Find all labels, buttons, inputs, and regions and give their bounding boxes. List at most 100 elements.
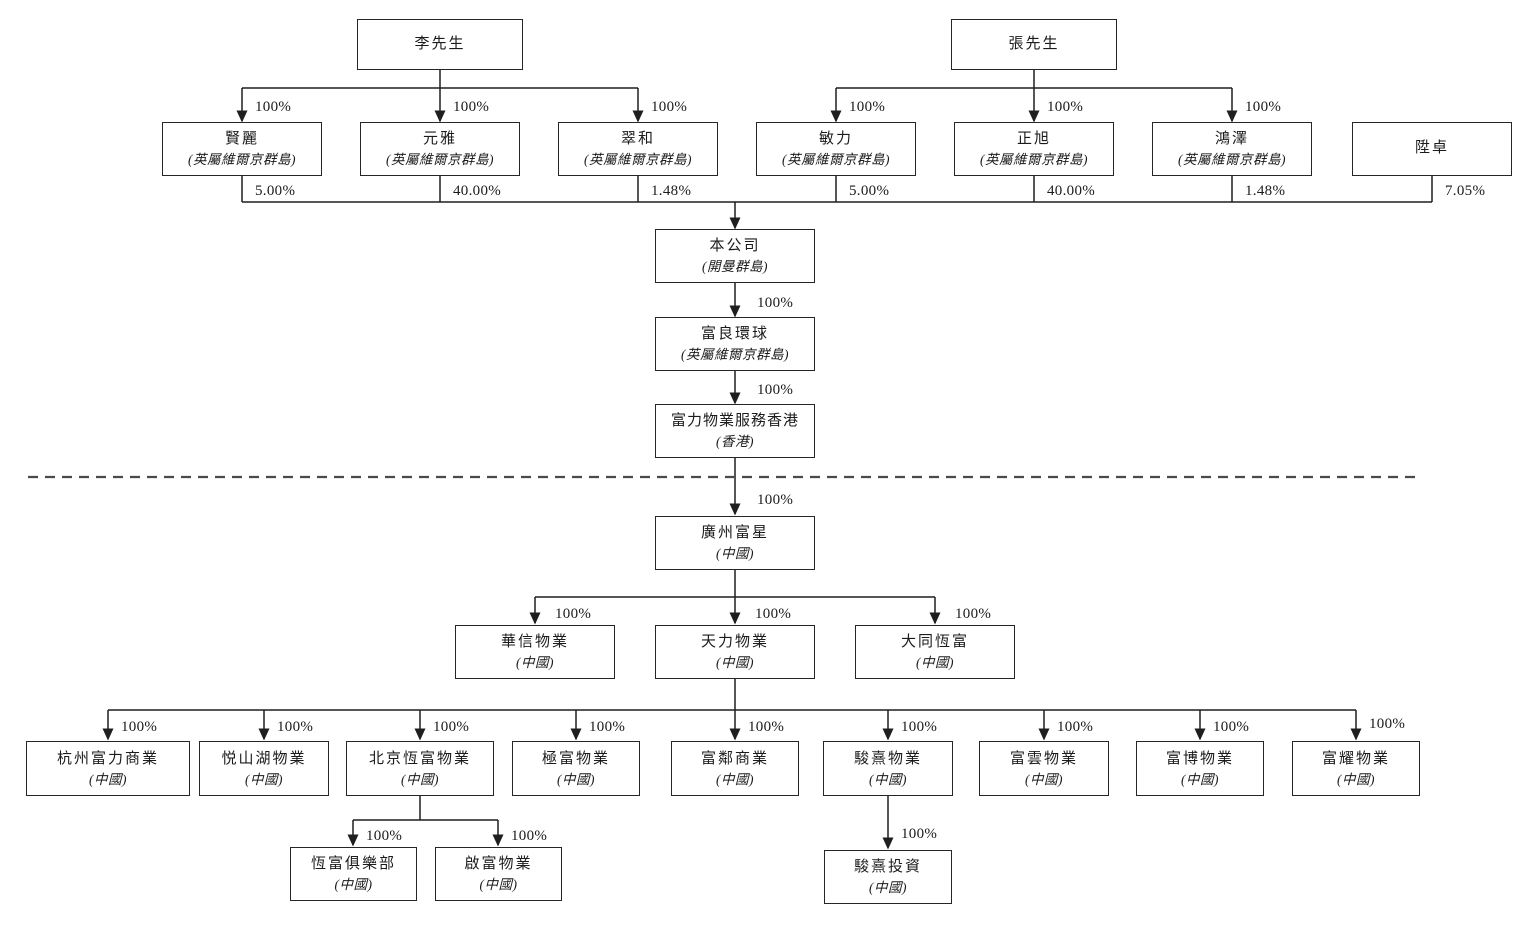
node-jurisdiction: (中國) xyxy=(1025,771,1063,787)
node-tianli-property: 天力物業 (中國) xyxy=(655,625,815,679)
node-jurisdiction: (中國) xyxy=(869,880,907,896)
node-mr-li: 李先生 xyxy=(357,19,523,70)
node-jurisdiction: (中國) xyxy=(869,771,907,787)
ownership-pct-label: 100% xyxy=(555,606,592,622)
node-label: 富博物業 xyxy=(1165,750,1234,767)
ownership-pct-label: 100% xyxy=(1213,719,1250,735)
node-fuliang-global: 富良環球 (英屬維爾京群島) xyxy=(655,317,815,371)
node-beijing-hengfu-property: 北京恆富物業 (中國) xyxy=(346,741,494,796)
node-jurisdiction: (英屬維爾京群島) xyxy=(782,152,890,168)
node-label: 廣州富星 xyxy=(700,525,769,542)
node-the-company: 本公司 (開曼群島) xyxy=(655,229,815,283)
node-jurisdiction: (中國) xyxy=(1181,771,1219,787)
node-label: 大同恆富 xyxy=(900,634,969,651)
node-label: 敏力 xyxy=(818,131,853,148)
node-yueshanhu-property: 悦山湖物業 (中國) xyxy=(199,741,329,796)
ownership-pct-label: 100% xyxy=(453,99,490,115)
ownership-pct-label: 100% xyxy=(849,99,886,115)
node-minli: 敏力 (英屬維爾京群島) xyxy=(756,122,916,176)
node-fubo-property: 富博物業 (中國) xyxy=(1136,741,1264,796)
node-guangzhou-fuxing: 廣州富星 (中國) xyxy=(655,516,815,570)
node-jurisdiction: (英屬維爾京群島) xyxy=(188,152,296,168)
node-label: 元雅 xyxy=(422,131,457,148)
node-label: 正旭 xyxy=(1016,131,1051,148)
node-label: 本公司 xyxy=(709,238,761,255)
node-cuihe: 翠和 (英屬維爾京群島) xyxy=(558,122,718,176)
node-fuyao-property: 富耀物業 (中國) xyxy=(1292,741,1420,796)
node-jurisdiction: (中國) xyxy=(401,771,439,787)
node-jifu-property: 極富物業 (中國) xyxy=(512,741,640,796)
node-fulin-commercial: 富鄰商業 (中國) xyxy=(671,741,799,796)
node-label: 杭州富力商業 xyxy=(56,750,159,767)
node-jurisdiction: (中國) xyxy=(716,771,754,787)
node-jurisdiction: (英屬維爾京群島) xyxy=(1178,152,1286,168)
node-jurisdiction: (英屬維爾京群島) xyxy=(386,152,494,168)
node-jurisdiction: (英屬維爾京群島) xyxy=(681,347,789,363)
node-qifu-property: 啟富物業 (中國) xyxy=(435,847,562,901)
ownership-pct-label: 100% xyxy=(901,719,938,735)
ownership-pct-label: 7.05% xyxy=(1445,183,1486,199)
node-jurisdiction: (中國) xyxy=(334,877,373,893)
node-jurisdiction: (中國) xyxy=(716,546,754,562)
node-hongze: 鴻澤 (英屬維爾京群島) xyxy=(1152,122,1312,176)
ownership-pct-label: 100% xyxy=(121,719,158,735)
ownership-pct-label: 100% xyxy=(589,719,626,735)
node-hengfu-club: 恆富俱樂部 (中國) xyxy=(290,847,417,901)
node-jurisdiction: (香港) xyxy=(716,434,754,450)
node-mr-zhang: 張先生 xyxy=(951,19,1117,70)
node-jurisdiction: (中國) xyxy=(89,771,127,787)
node-zhengxu: 正旭 (英屬維爾京群島) xyxy=(954,122,1114,176)
ownership-pct-label: 100% xyxy=(1369,716,1406,732)
node-label: 富鄰商業 xyxy=(700,750,769,767)
node-label: 賢麗 xyxy=(224,131,259,148)
node-label: 富力物業服務香港 xyxy=(670,413,799,430)
node-junxi-property: 駿熹物業 (中國) xyxy=(823,741,953,796)
ownership-pct-label: 100% xyxy=(757,492,794,508)
node-label: 張先生 xyxy=(1008,35,1060,52)
ownership-pct-label: 100% xyxy=(755,606,792,622)
node-jurisdiction: (中國) xyxy=(479,877,518,893)
node-jurisdiction: (中國) xyxy=(916,655,954,671)
node-datong-hengfu: 大同恆富 (中國) xyxy=(855,625,1015,679)
ownership-pct-label: 100% xyxy=(757,382,794,398)
ownership-pct-label: 100% xyxy=(255,99,292,115)
node-label: 鴻澤 xyxy=(1214,131,1249,148)
node-jurisdiction: (中國) xyxy=(1337,771,1375,787)
ownership-pct-label: 100% xyxy=(955,606,992,622)
ownership-pct-label: 40.00% xyxy=(453,183,502,199)
node-label: 駿熹物業 xyxy=(853,750,922,767)
ownership-pct-label: 1.48% xyxy=(1245,183,1286,199)
node-label: 極富物業 xyxy=(541,750,610,767)
ownership-pct-label: 40.00% xyxy=(1047,183,1096,199)
node-xianli: 賢麗 (英屬維爾京群島) xyxy=(162,122,322,176)
node-yuanya: 元雅 (英屬維爾京群島) xyxy=(360,122,520,176)
ownership-pct-label: 100% xyxy=(511,828,548,844)
ownership-pct-label: 100% xyxy=(1047,99,1084,115)
node-jurisdiction: (中國) xyxy=(716,655,754,671)
node-label: 駿熹投資 xyxy=(853,859,922,876)
node-jurisdiction: (英屬維爾京群島) xyxy=(584,152,692,168)
node-label: 富良環球 xyxy=(700,326,769,343)
node-label: 富耀物業 xyxy=(1321,750,1390,767)
ownership-pct-label: 100% xyxy=(651,99,688,115)
ownership-pct-label: 100% xyxy=(366,828,403,844)
ownership-pct-label: 100% xyxy=(1057,719,1094,735)
node-label: 啟富物業 xyxy=(464,856,533,873)
ownership-pct-label: 100% xyxy=(277,719,314,735)
node-jurisdiction: (開曼群島) xyxy=(702,259,768,275)
ownership-pct-label: 100% xyxy=(757,295,794,311)
ownership-pct-label: 1.48% xyxy=(651,183,692,199)
ownership-pct-label: 5.00% xyxy=(255,183,296,199)
node-fuyun-property: 富雲物業 (中國) xyxy=(979,741,1109,796)
node-label: 華信物業 xyxy=(500,634,569,651)
ownership-pct-label: 5.00% xyxy=(849,183,890,199)
node-jurisdiction: (中國) xyxy=(557,771,595,787)
ownership-pct-label: 100% xyxy=(433,719,470,735)
ownership-pct-label: 100% xyxy=(901,826,938,842)
node-rf-property-services-hk: 富力物業服務香港 (香港) xyxy=(655,404,815,458)
node-label: 李先生 xyxy=(414,35,466,52)
node-label: 天力物業 xyxy=(700,634,769,651)
node-jurisdiction: (中國) xyxy=(516,655,554,671)
node-junxi-investment: 駿熹投資 (中國) xyxy=(824,850,952,904)
